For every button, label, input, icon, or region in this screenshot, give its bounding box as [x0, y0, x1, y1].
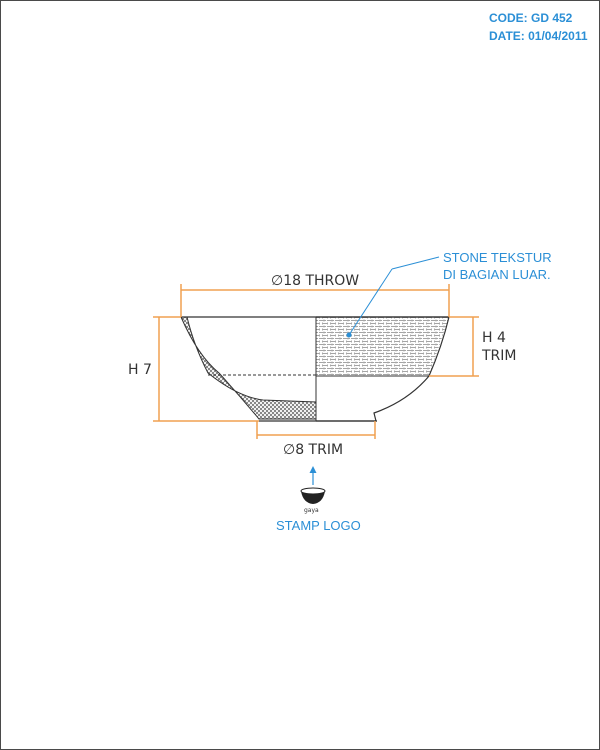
trim-height-label-line2: TRIM [481, 348, 517, 364]
throw-diameter-label: ∅18 THROW [271, 273, 359, 289]
trim-height-dimension [429, 316, 479, 377]
trim-diameter-label: ∅8 TRIM [283, 442, 343, 458]
stamp-logo-icon [300, 487, 326, 504]
trim-height-label-line1: H 4 [482, 330, 506, 346]
throw-diameter-dimension [180, 284, 450, 317]
stamp-logo-text: gaya [304, 507, 319, 514]
trim-diameter-dimension [256, 421, 376, 439]
texture-callout-leader [346, 256, 440, 338]
total-height-label: H 7 [128, 362, 152, 378]
stone-texture-area [316, 317, 449, 376]
product-code: CODE: GD 452 [489, 11, 573, 25]
bowl-wall-section [180, 316, 317, 420]
stamp-arrow [309, 466, 317, 485]
total-height-dimension [153, 316, 259, 422]
drawing-date: DATE: 01/04/2011 [489, 29, 588, 43]
texture-note-line1: STONE TEKSTUR [443, 250, 552, 265]
texture-note-line2: DI BAGIAN LUAR. [443, 267, 551, 282]
stamp-logo-label: STAMP LOGO [276, 518, 361, 533]
